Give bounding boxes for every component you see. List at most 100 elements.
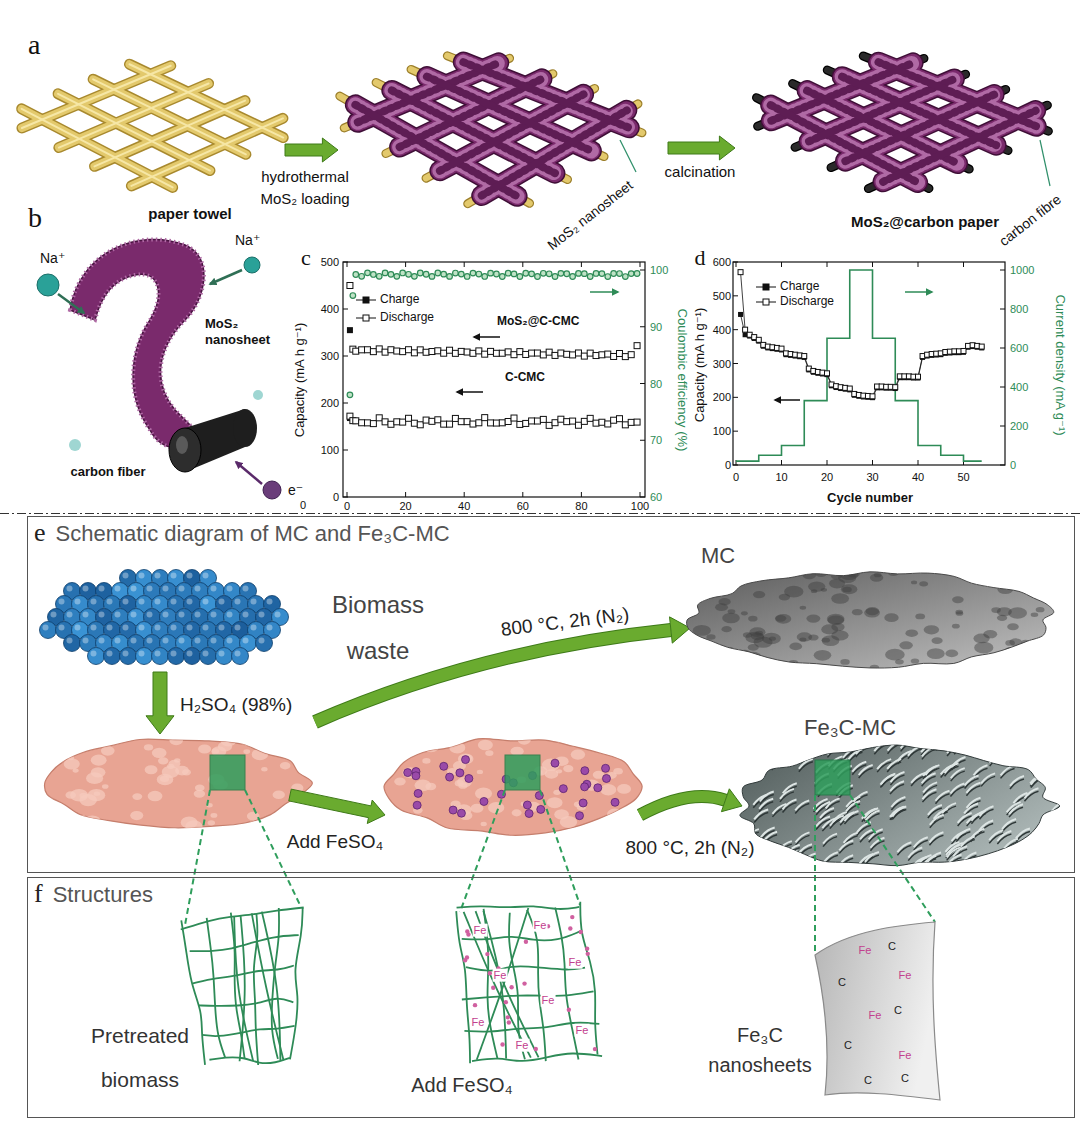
mos2-coated-fibre <box>482 110 627 195</box>
mos2-coated-fibre <box>392 90 555 173</box>
biomass-fibre-network <box>234 916 253 1060</box>
tick-label: 800 <box>1010 303 1028 316</box>
carbon-flake <box>922 856 936 866</box>
particle-highlight <box>115 612 121 618</box>
discharge-point <box>359 420 365 426</box>
discharge-point <box>365 420 371 426</box>
particle-highlight <box>211 638 217 644</box>
particle-highlight <box>227 612 233 618</box>
discharge-point <box>587 350 593 356</box>
panel-letter: e <box>34 517 46 550</box>
tick-mark <box>464 492 465 497</box>
mos2-coated-fibre <box>845 95 994 162</box>
pore <box>945 650 958 658</box>
biomass-texture <box>433 742 439 746</box>
discharge-point <box>447 421 453 427</box>
discharge-point <box>370 349 376 355</box>
pore <box>991 607 1001 613</box>
biomass-texture <box>611 738 617 742</box>
biomass-texture <box>560 816 577 828</box>
biomass-texture <box>198 745 211 754</box>
tick-mark <box>733 329 738 330</box>
panel-letter: d <box>695 245 706 270</box>
biomass-texture <box>52 754 65 763</box>
pore <box>828 615 845 625</box>
carbon-flake <box>925 765 939 775</box>
tick-mark <box>464 262 465 267</box>
tick-label: 80 <box>650 377 662 390</box>
legend-text: Charge <box>380 293 419 307</box>
iron-site <box>524 940 528 944</box>
axis-pointer <box>457 391 483 393</box>
carbon-flake <box>966 783 980 793</box>
discharge-point <box>470 350 476 356</box>
discharge-point <box>388 421 394 427</box>
discharge-point <box>534 418 540 424</box>
discharge-point <box>382 419 388 425</box>
legend-sample <box>756 284 776 290</box>
tick-mark <box>733 431 738 432</box>
sodium-ion <box>253 390 263 400</box>
discharge-point <box>435 348 441 354</box>
carbon-flake <box>839 855 853 865</box>
discharge-point <box>400 349 406 355</box>
carbon-flake <box>1015 851 1029 861</box>
carbon-flake <box>897 842 911 852</box>
tick-mark <box>1000 309 1005 310</box>
fe3c-carbon <box>740 745 1060 866</box>
iron-site <box>485 952 489 956</box>
particle-highlight <box>203 573 209 579</box>
particle-highlight <box>75 599 81 605</box>
carbon-flake <box>795 750 809 760</box>
particle-highlight <box>123 625 129 631</box>
carbon-flake <box>1012 860 1026 870</box>
discharge-point <box>365 347 371 353</box>
biomass-texture <box>237 735 248 742</box>
pore <box>706 634 715 640</box>
efficiency-point <box>593 271 599 277</box>
paper-towel-fibre <box>131 118 282 186</box>
discharge-point <box>417 422 423 428</box>
efficiency-point <box>623 274 629 280</box>
tick-mark <box>918 262 919 267</box>
particle-highlight <box>267 625 273 631</box>
particle-highlight <box>243 586 249 592</box>
biomass-texture <box>557 738 564 743</box>
flake-group <box>745 735 1066 870</box>
discharge-point <box>406 347 412 353</box>
iron-site <box>522 981 526 985</box>
element-symbol: C <box>901 1072 909 1085</box>
carbon-flake <box>1024 788 1038 798</box>
carbon-flake <box>927 853 941 863</box>
tick-mark <box>781 460 782 465</box>
part-label: carbon fibre <box>996 191 1064 249</box>
carbon-fiber <box>233 409 257 447</box>
paper-towel-fibre <box>130 64 284 137</box>
discharge-point <box>529 418 535 424</box>
biomass-texture <box>72 747 79 752</box>
efficiency-point <box>347 392 353 398</box>
efficiency-point <box>494 271 500 277</box>
carbon-flake <box>891 807 905 817</box>
pore <box>829 579 845 589</box>
pore <box>1031 612 1039 617</box>
biomass-texture <box>394 777 405 785</box>
axis-frame <box>343 262 645 497</box>
biomass-texture <box>225 825 234 831</box>
pore <box>924 625 939 634</box>
carbon-flake <box>795 832 809 842</box>
particle-highlight <box>179 638 185 644</box>
carbon-flake <box>1010 776 1024 786</box>
discharge-point <box>825 371 830 376</box>
tick-mark <box>827 262 828 267</box>
particle-highlight <box>123 573 129 579</box>
step-label: Add FeSO₄ <box>287 831 383 853</box>
sodium-ion <box>244 257 260 273</box>
carbon-flake <box>763 741 777 751</box>
particle-highlight <box>187 651 193 657</box>
particle-highlight <box>171 573 177 579</box>
carbon-flake <box>778 844 792 854</box>
pore <box>973 634 989 644</box>
carbon-flake <box>990 756 1004 766</box>
biomass-texture <box>111 822 123 830</box>
